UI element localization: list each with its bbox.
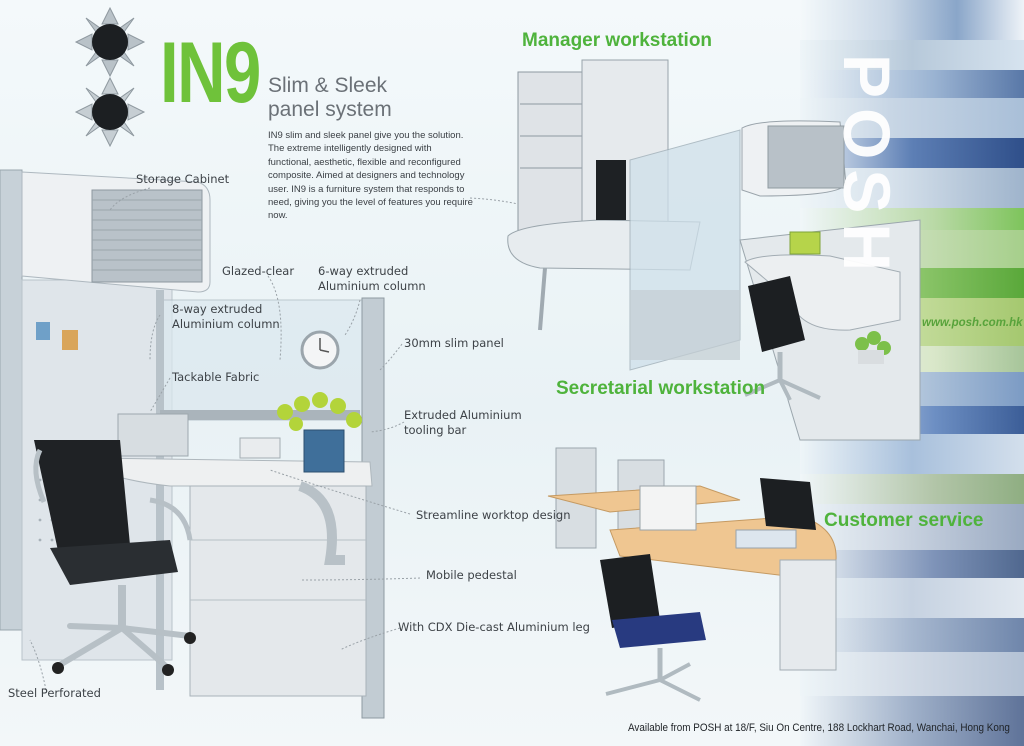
section-title-secretarial: Secretarial workstation: [556, 378, 766, 399]
callout-storage-cabinet: Storage Cabinet: [136, 172, 230, 186]
callout-worktop: Streamline worktop design: [416, 508, 571, 522]
callout-six-way-column: 6-way extruded Aluminium column: [318, 264, 426, 293]
product-subtitle: Slim & Sleek panel system: [268, 74, 392, 121]
website-link[interactable]: www.posh.com.hk: [922, 317, 1023, 329]
callout-pedestal: Mobile pedestal: [426, 568, 517, 582]
section-title-customer: Customer service: [824, 510, 984, 531]
section-title-manager: Manager workstation: [522, 30, 713, 51]
callout-glazed-clear: Glazed-clear: [222, 264, 295, 278]
product-logo: IN9: [160, 25, 261, 121]
brand-emblem-icon: [74, 6, 146, 148]
product-description: IN9 slim and sleek panel give you the so…: [268, 130, 473, 222]
manager-workstation-illustration: [507, 59, 847, 371]
callout-slim-panel: 30mm slim panel: [404, 336, 504, 350]
vertical-brand-name: POSH: [830, 54, 904, 282]
callout-eight-way-column: 8-way extruded Aluminium column: [172, 302, 280, 331]
callout-steel-perforated: Steel Perforated: [8, 686, 101, 700]
main-workstation-illustration: [0, 169, 385, 719]
callout-tackable-fabric: Tackable Fabric: [172, 370, 260, 384]
customer-service-illustration: [547, 447, 837, 702]
callout-tooling-bar: Extruded Aluminium tooling bar: [404, 408, 522, 437]
footer-address: Available from POSH at 18/F, Siu On Cent…: [628, 722, 1010, 734]
secretarial-workstation-illustration: [739, 219, 921, 441]
callout-aluminium-leg: With CDX Die-cast Aluminium leg: [398, 620, 590, 634]
